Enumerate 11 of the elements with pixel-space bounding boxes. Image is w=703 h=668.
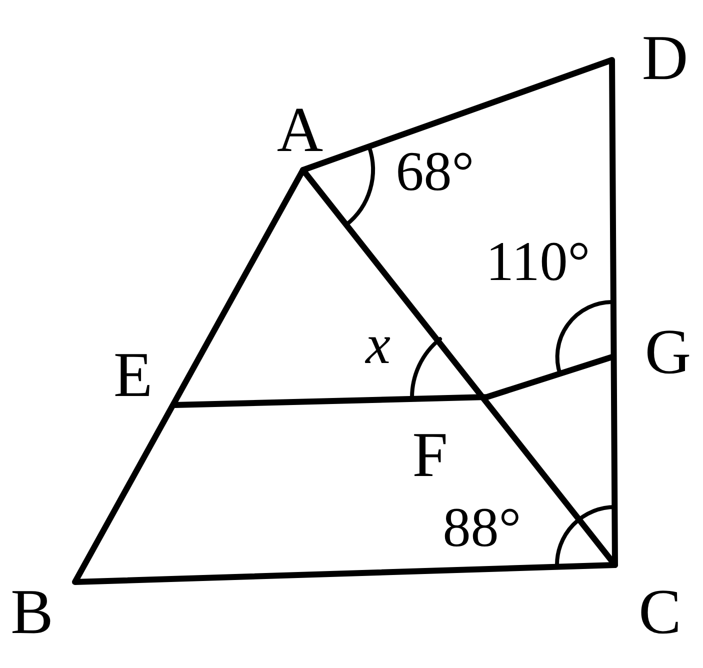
angle-label: x xyxy=(366,317,390,373)
point-label: B xyxy=(10,580,54,644)
angle-label: 88° xyxy=(442,500,522,556)
point-label: D xyxy=(642,26,688,90)
point-label: C xyxy=(638,580,682,644)
angle-label: 68° xyxy=(396,144,474,200)
point-label: G xyxy=(644,320,692,384)
point-label: A xyxy=(276,98,324,162)
angle-label: 110° xyxy=(486,234,590,290)
point-label: E xyxy=(113,343,153,407)
point-label: F xyxy=(412,423,448,487)
